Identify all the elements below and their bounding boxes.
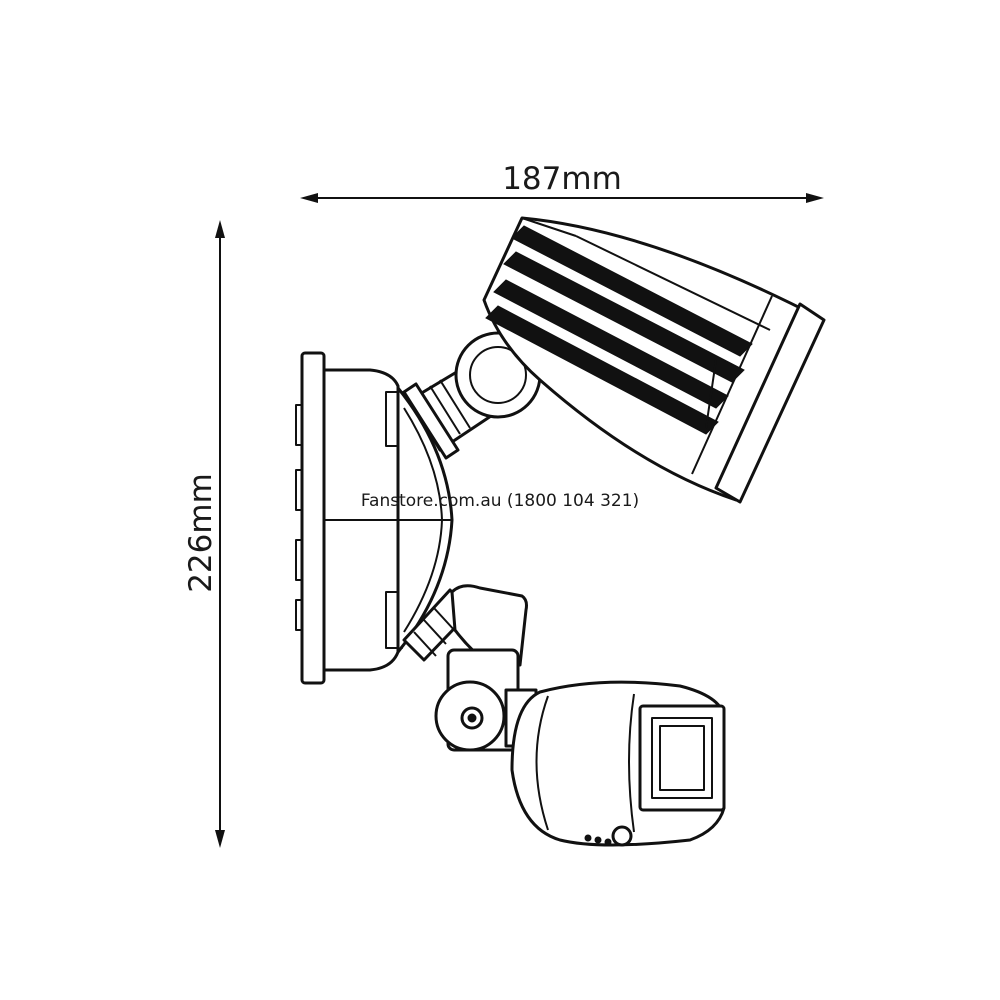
motion-sensor — [510, 680, 726, 847]
width-dimension: 187mm — [300, 161, 824, 203]
width-label: 187mm — [502, 161, 622, 197]
height-dimension: 226mm — [183, 220, 225, 848]
wall-mount-base — [295, 351, 454, 685]
watermark-text: Fanstore.com.au (1800 104 321) — [361, 491, 639, 511]
height-label: 226mm — [183, 473, 219, 593]
lamp-head — [482, 216, 826, 504]
sensor-arm — [402, 584, 538, 752]
